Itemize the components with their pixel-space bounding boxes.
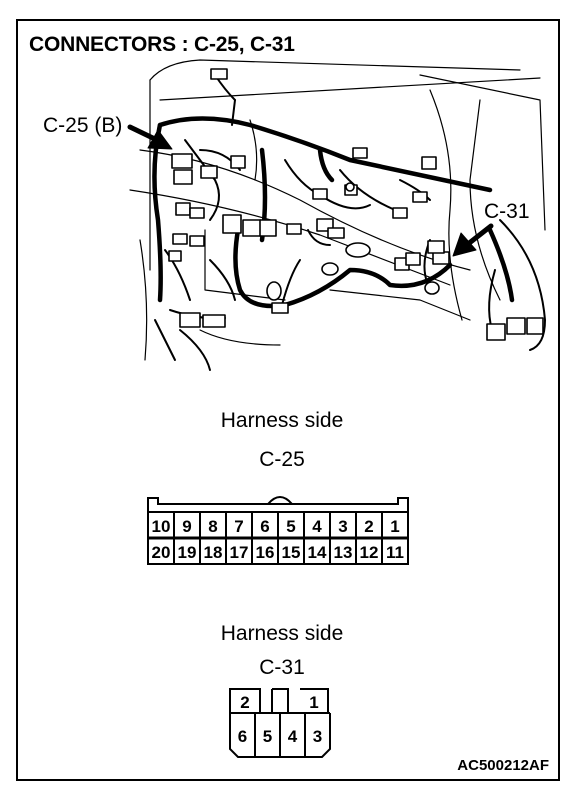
c25-connector-label: C-25 <box>259 448 305 471</box>
pin-number: 15 <box>282 543 301 562</box>
pin-number: 3 <box>338 517 347 536</box>
pin-number: 4 <box>312 517 322 536</box>
pin-number: 20 <box>152 543 171 562</box>
pin-number: 1 <box>390 517 399 536</box>
c25-caption: Harness side <box>220 409 344 432</box>
pin-number: 17 <box>230 543 249 562</box>
harness-connectors <box>168 68 544 341</box>
pin-number: 13 <box>334 543 353 562</box>
pin-number: 1 <box>309 693 318 712</box>
pin-number: 19 <box>178 543 197 562</box>
callout-c25: C-25 (B) <box>43 114 123 137</box>
page-title: CONNECTORS : C-25, C-31 <box>29 33 295 56</box>
diagram-frame <box>16 19 560 781</box>
pin-number: 4 <box>288 727 298 746</box>
harness-wires <box>152 116 515 309</box>
pin-number: 2 <box>240 693 249 712</box>
c31-caption: Harness side <box>220 622 344 645</box>
pin-number: 3 <box>313 727 322 746</box>
pin-number: 8 <box>208 517 217 536</box>
pin-number: 2 <box>364 517 373 536</box>
pin-number: 5 <box>263 727 272 746</box>
pin-number: 9 <box>182 517 191 536</box>
pin-number: 11 <box>386 543 404 562</box>
pin-number: 7 <box>234 517 243 536</box>
pin-number: 5 <box>286 517 295 536</box>
c31-connector-label: C-31 <box>259 656 305 679</box>
pin-number: 6 <box>238 727 247 746</box>
callout-c31: C-31 <box>484 200 530 223</box>
pin-number: 16 <box>256 543 275 562</box>
pin-number: 10 <box>152 517 171 536</box>
pin-number: 6 <box>260 517 269 536</box>
pin-number: 18 <box>204 543 223 562</box>
pin-number: 14 <box>308 543 327 562</box>
document-code: AC500212AF <box>457 757 549 774</box>
pin-number: 12 <box>360 543 379 562</box>
callout-arrows <box>127 124 494 257</box>
